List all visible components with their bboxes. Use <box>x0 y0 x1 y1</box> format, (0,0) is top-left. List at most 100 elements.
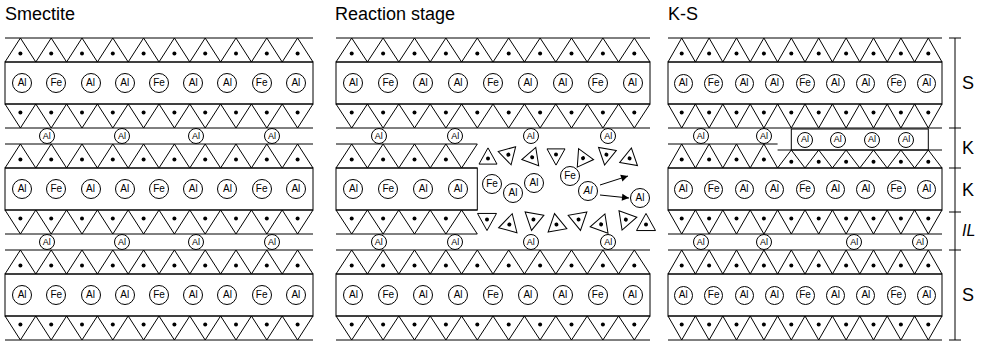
oxygen-dot <box>762 110 766 114</box>
octahedral-cation: Fe <box>252 73 272 93</box>
element-symbol: Al <box>120 290 129 300</box>
element-symbol: Al <box>192 238 200 247</box>
oxygen-dot <box>18 322 22 326</box>
element-symbol: Al <box>509 188 518 198</box>
oxygen-dot <box>735 110 739 114</box>
tetrahedra-zigzag <box>668 104 942 128</box>
octahedral-cation: Fe <box>149 285 169 305</box>
oxygen-dot <box>507 110 511 114</box>
oxygen-dot <box>899 110 903 114</box>
octahedral-cation: Fe <box>588 285 608 305</box>
oxygen-dot <box>707 158 711 162</box>
octahedral-cation: Al <box>413 73 433 93</box>
oxygen-dot <box>926 52 930 56</box>
oxygen-dot <box>735 264 739 268</box>
octahedral-cation: Al <box>826 74 845 93</box>
oxygen-dot <box>203 158 207 162</box>
oxygen-dot <box>844 322 848 326</box>
layer-label: K <box>962 179 974 201</box>
tetrahedra-zigzag <box>336 104 650 128</box>
oxygen-dot <box>844 52 848 56</box>
octahedral-cation: Fe <box>796 74 815 93</box>
element-symbol: Al <box>419 78 428 88</box>
sheet-edge <box>5 250 313 251</box>
octahedral-cation: Fe <box>378 285 398 305</box>
oxygen-dot <box>601 52 605 56</box>
oxygen-dot <box>872 52 876 56</box>
oxygen-dot <box>296 110 300 114</box>
oxygen-dot <box>234 322 238 326</box>
oxygen-dot <box>762 52 766 56</box>
new-octahedral-cation: Al <box>898 132 914 148</box>
element-symbol: Al <box>120 184 129 194</box>
octahedral-cation: Al <box>217 73 237 93</box>
oxygen-dot <box>872 110 876 114</box>
oxygen-dot <box>18 110 22 114</box>
bracket-tick <box>949 128 961 129</box>
oxygen-dot <box>844 216 848 220</box>
oxygen-dot <box>172 216 176 220</box>
tetrahedra-zigzag <box>668 210 942 234</box>
sheet-edge <box>668 128 942 129</box>
element-symbol: Al <box>18 184 27 194</box>
octahedral-cation: Al <box>12 285 32 305</box>
element-symbol: Al <box>902 135 910 144</box>
element-symbol: Al <box>118 132 126 141</box>
tetrahedra-zigzag <box>336 144 477 168</box>
oxygen-dot <box>142 52 146 56</box>
octahedral-cation: Al <box>217 285 237 305</box>
oxygen-dot <box>762 322 766 326</box>
oxygen-dot <box>413 52 417 56</box>
element-symbol: Al <box>189 78 198 88</box>
element-symbol: Al <box>419 290 428 300</box>
oxygen-dot <box>707 110 711 114</box>
oxygen-dot <box>872 216 876 220</box>
oxygen-dot <box>234 110 238 114</box>
sheet-edge <box>5 210 313 211</box>
loose-tetrahedron <box>479 148 497 164</box>
oxygen-dot <box>735 322 739 326</box>
tetrahedron <box>568 212 590 232</box>
oxygen-dot <box>817 216 821 220</box>
sheet-edge <box>5 316 313 317</box>
oxygen-dot <box>142 158 146 162</box>
octahedral-cation: Al <box>183 73 203 93</box>
octahedral-cation: Al <box>12 179 32 199</box>
octahedral-cation: Al <box>553 73 573 93</box>
octahedral-cation: Fe <box>887 180 906 199</box>
element-symbol: Al <box>922 78 931 88</box>
octahedral-sheet <box>668 274 942 316</box>
octahedral-cation: Al <box>674 180 693 199</box>
oxygen-dot <box>142 322 146 326</box>
oxygen-dot <box>538 322 542 326</box>
element-symbol: Fe <box>890 78 902 88</box>
octahedral-cation: Fe <box>704 180 723 199</box>
sheet-edge <box>668 316 942 317</box>
interlayer-cation: Al <box>600 128 616 144</box>
tetrahedra-zigzag <box>668 144 778 168</box>
oxygen-dot <box>80 158 84 162</box>
sheet-edge <box>668 340 942 341</box>
element-symbol: Fe <box>153 78 165 88</box>
octahedral-cation: Al <box>448 285 468 305</box>
oxygen-dot <box>142 110 146 114</box>
element-symbol: Al <box>375 132 383 141</box>
octahedral-cation: Al <box>917 286 936 305</box>
octahedral-cation: Fe <box>149 179 169 199</box>
octahedral-cation: Al <box>448 179 468 199</box>
sheet-edge <box>336 38 650 39</box>
element-symbol: Al <box>679 184 688 194</box>
element-symbol: Al <box>530 178 539 188</box>
octahedral-cation: Fe <box>378 179 398 199</box>
oxygen-dot <box>296 264 300 268</box>
oxygen-dot <box>475 264 479 268</box>
element-symbol: Fe <box>382 290 394 300</box>
oxygen-dot <box>142 216 146 220</box>
oxygen-dot <box>18 158 22 162</box>
tetrahedron <box>637 213 656 230</box>
loose-tetrahedron <box>545 212 567 232</box>
octahedral-cation: Fe <box>46 179 66 199</box>
oxygen-dot <box>444 158 448 162</box>
octahedral-cation: Al <box>343 285 363 305</box>
element-symbol: Fe <box>487 78 499 88</box>
